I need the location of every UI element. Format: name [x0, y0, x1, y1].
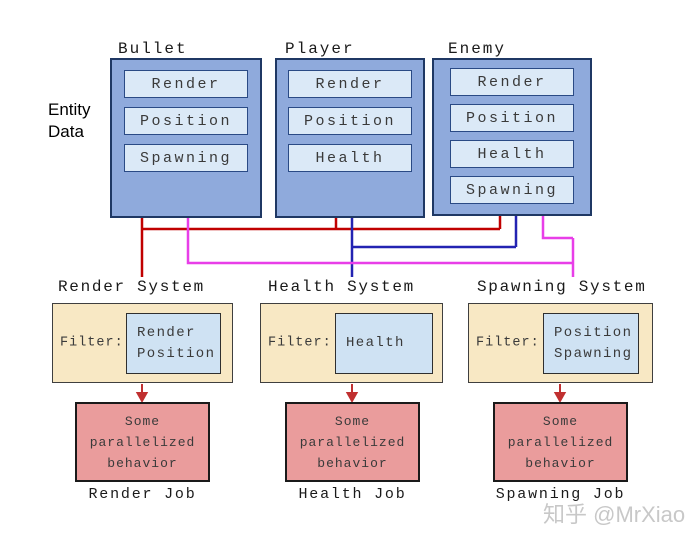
component-box: Position	[450, 104, 574, 132]
system-spawning: Spawning System Filter: Position Spawnin…	[468, 278, 653, 383]
filter-component: Render	[137, 324, 196, 341]
entity-bullet: Bullet Render Position Spawning	[110, 40, 262, 218]
arrow-spawning-job	[553, 384, 567, 404]
job-box-text: behavior	[317, 455, 388, 471]
filter-component: Health	[346, 335, 405, 351]
entity-player: Player Render Position Health	[275, 40, 425, 218]
filter-component: Position	[554, 324, 633, 341]
entity-data-label: Entity Data	[48, 100, 91, 141]
component-box: Health	[288, 144, 412, 172]
job-box-text: parallelized	[299, 434, 406, 450]
job-label-render: Render Job	[88, 486, 197, 503]
job-box-text: behavior	[107, 455, 178, 471]
filter-component: Spawning	[554, 345, 633, 362]
wire-render-system	[140, 216, 502, 277]
arrow-render-job	[135, 384, 149, 404]
system-title: Render System	[58, 278, 205, 296]
arrow-health-job	[345, 384, 359, 404]
entity-title: Bullet	[118, 40, 188, 58]
wire-health-system	[350, 216, 518, 277]
filter-label: Filter:	[476, 335, 540, 351]
system-box: Filter: Health	[260, 303, 443, 383]
watermark: 知乎 @MrXiao	[543, 502, 686, 527]
entity-box: Render Position Spawning	[110, 58, 262, 218]
component-box: Render	[288, 70, 412, 98]
job-box-render: Some parallelized behavior	[75, 402, 210, 482]
component-box: Render	[450, 68, 574, 96]
filter-components-box: Render Position	[126, 313, 221, 374]
job-label-health: Health Job	[298, 486, 407, 503]
job-box-text: Some	[542, 413, 579, 429]
system-title: Health System	[268, 278, 415, 296]
job-label-spawning: Spawning Job	[495, 486, 626, 503]
job-box-text: behavior	[525, 455, 596, 471]
entity-box: Render Position Health Spawning	[432, 58, 592, 216]
component-box: Position	[288, 107, 412, 135]
filter-components-box: Health	[335, 313, 433, 374]
job-box-text: parallelized	[507, 434, 614, 450]
filter-component: Position	[137, 345, 216, 362]
system-box: Filter: Render Position	[52, 303, 233, 383]
job-box-text: Some	[334, 413, 371, 429]
filter-label: Filter:	[268, 335, 332, 351]
component-box: Render	[124, 70, 248, 98]
entity-enemy: Enemy Render Position Health Spawning	[432, 40, 592, 216]
component-box: Health	[450, 140, 574, 168]
component-box: Position	[124, 107, 248, 135]
filter-label: Filter:	[60, 335, 124, 351]
system-box: Filter: Position Spawning	[468, 303, 653, 383]
system-health: Health System Filter: Health	[260, 278, 443, 383]
entity-box: Render Position Health	[275, 58, 425, 218]
filter-components-box: Position Spawning	[543, 313, 639, 374]
job-box-health: Some parallelized behavior	[285, 402, 420, 482]
job-box-text: parallelized	[89, 434, 196, 450]
entity-title: Enemy	[448, 40, 507, 58]
system-title: Spawning System	[477, 278, 647, 296]
component-box: Spawning	[450, 176, 574, 204]
wire-spawning-system	[186, 216, 575, 277]
job-box-spawning: Some parallelized behavior	[493, 402, 628, 482]
job-box-text: Some	[124, 413, 161, 429]
entity-title: Player	[285, 40, 355, 58]
system-render: Render System Filter: Render Position	[52, 278, 233, 383]
component-box: Spawning	[124, 144, 248, 172]
